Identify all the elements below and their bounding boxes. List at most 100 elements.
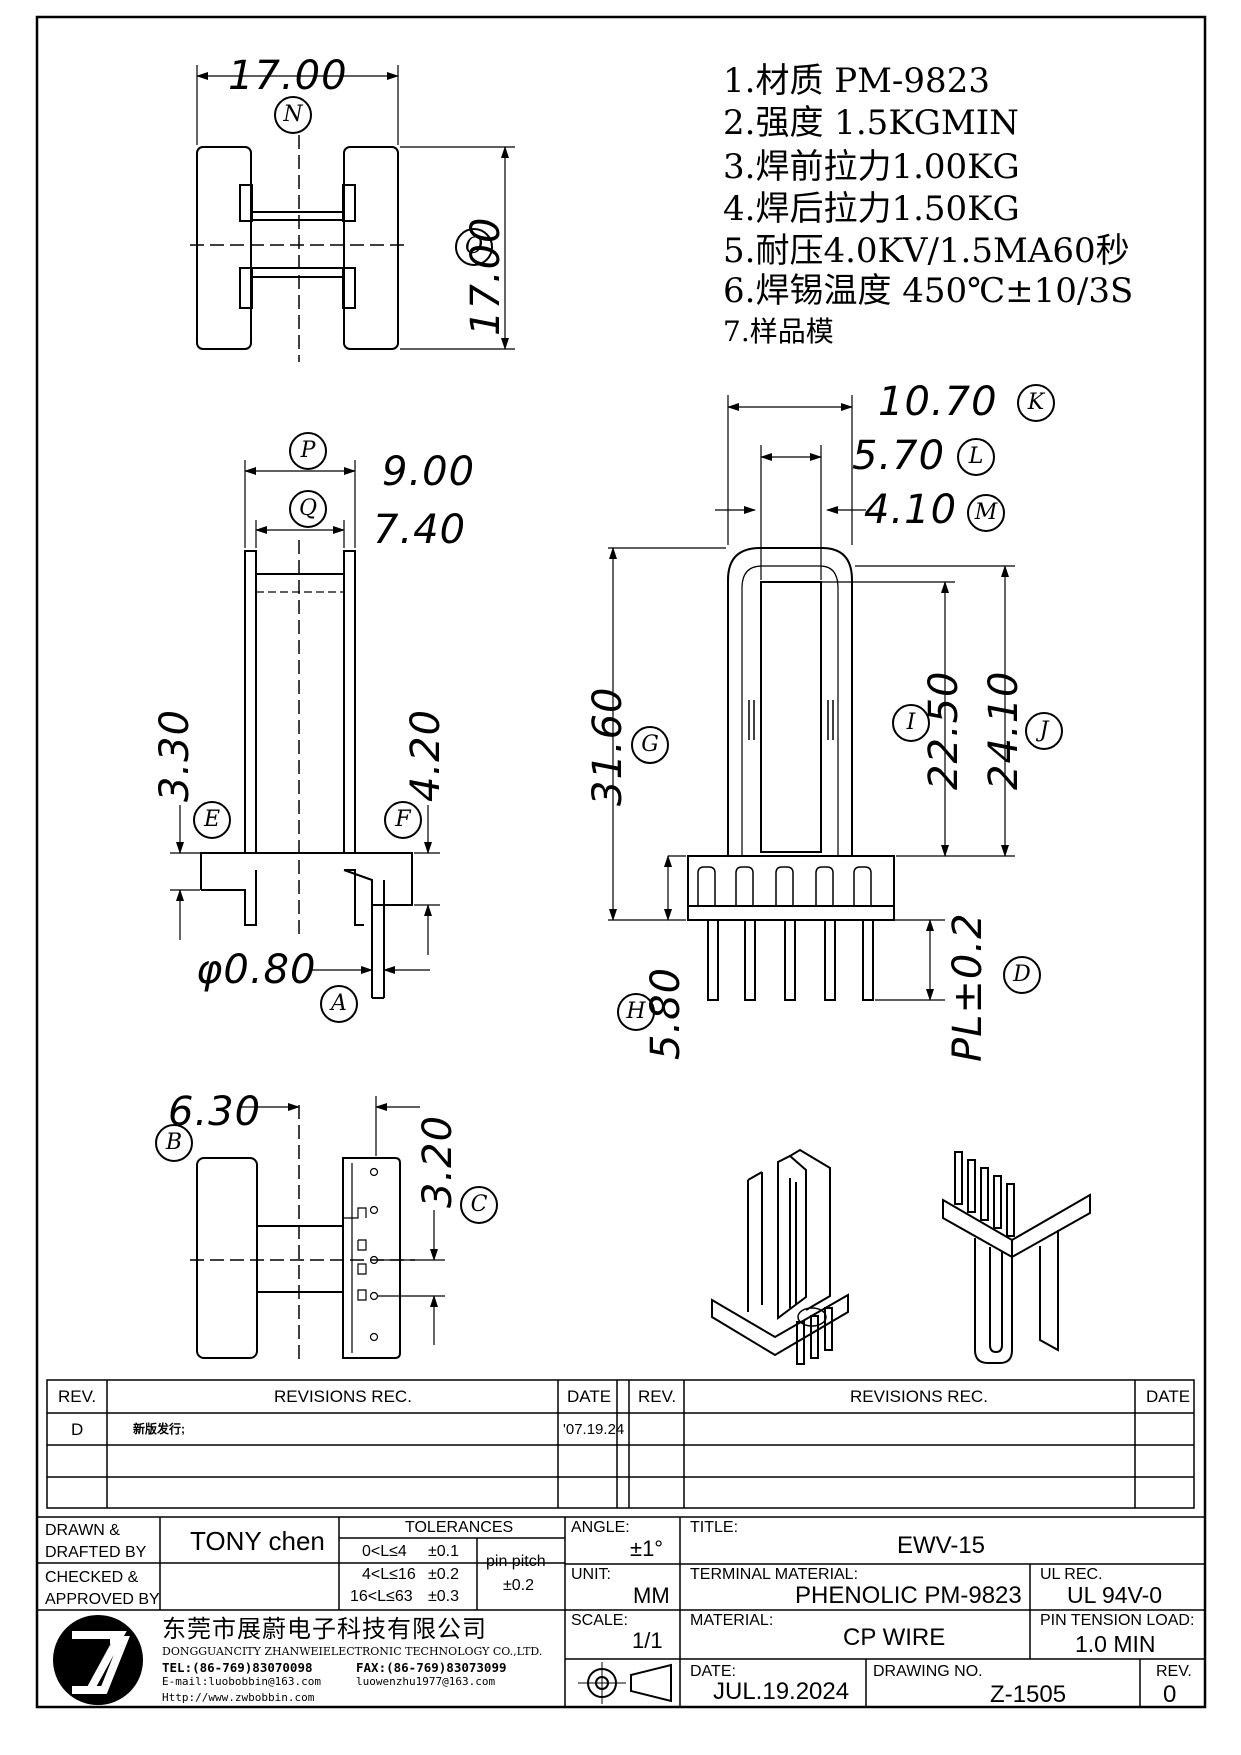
- callout-P: P: [289, 432, 327, 470]
- callout-F: F: [384, 801, 422, 839]
- rec-header-right: REVISIONS REC.: [850, 1387, 988, 1406]
- rev-value: 0: [1163, 1681, 1177, 1708]
- dim-C: 3.20: [415, 1114, 461, 1208]
- dim-B: 6.30: [168, 1089, 262, 1135]
- bottom-view: [190, 1096, 445, 1365]
- callout-N: N: [274, 96, 312, 134]
- ul-rec-value: UL 94V-0: [1067, 1582, 1163, 1608]
- tolerances-label: TOLERANCES: [405, 1519, 514, 1536]
- callout-D: D: [1003, 956, 1041, 994]
- company-website[interactable]: Http://www.zwbobbin.com: [162, 1691, 315, 1704]
- dim-E: 3.30: [152, 708, 198, 802]
- tol-range-2: 4<L≤16: [362, 1566, 416, 1583]
- side-view: [608, 395, 1015, 1001]
- dim-K: 10.70: [878, 379, 998, 425]
- callout-L: L: [957, 438, 995, 476]
- title-block-grid: [37, 1379, 1205, 1707]
- rev-row-1-rev: D: [71, 1420, 84, 1439]
- company-name-cn: 东莞市展蔚电子科技有限公司: [162, 1615, 487, 1643]
- callout-A: A: [320, 985, 358, 1023]
- rev-row-1-date: '07.19.24: [563, 1421, 625, 1438]
- rev-label: REV.: [1156, 1663, 1192, 1680]
- date-label: DATE:: [690, 1663, 736, 1680]
- top-view: [190, 65, 515, 362]
- note-5: 5.耐压4.0KV/1.5MA60秒: [723, 231, 1130, 271]
- tol-range-1: 0<L≤4: [362, 1543, 407, 1560]
- note-2: 2.强度 1.5KGMIN: [723, 103, 1019, 143]
- angle-value: ±1°: [630, 1536, 664, 1561]
- callout-M: M: [967, 494, 1005, 532]
- rev-header-right: REV.: [638, 1387, 677, 1406]
- company-tel: TEL:(86-769)83070098: [162, 1660, 313, 1675]
- rev-row-1-rec: 新版发行;: [133, 1422, 185, 1436]
- note-4: 4.焊后拉力1.50KG: [723, 189, 1020, 229]
- unit-label: UNIT:: [571, 1566, 611, 1583]
- iso-view-2: [942, 1151, 1091, 1364]
- callout-C: C: [460, 1186, 498, 1224]
- callout-B: B: [155, 1124, 193, 1162]
- dim-L: 5.70: [852, 433, 946, 479]
- note-7: 7.样品模: [723, 315, 834, 348]
- company-email[interactable]: E-mail:luobobbin@163.com: [162, 1675, 321, 1688]
- ul-rec-label: UL REC.: [1040, 1566, 1103, 1583]
- rev-header-left: REV.: [58, 1387, 97, 1406]
- material-value: CP WIRE: [843, 1624, 946, 1651]
- scale-value: 1/1: [632, 1628, 663, 1653]
- title-label: TITLE:: [690, 1519, 739, 1536]
- callout-K: K: [1017, 384, 1055, 422]
- projection-symbol: [578, 1662, 672, 1704]
- dim-P: 9.00: [382, 449, 476, 495]
- callout-E: E: [193, 801, 231, 839]
- title-value: EWV-15: [897, 1532, 986, 1559]
- drawing-no-value: Z-1505: [990, 1681, 1067, 1708]
- tol-value-3: ±0.3: [428, 1588, 460, 1605]
- rec-header-left: REVISIONS REC.: [274, 1387, 412, 1406]
- material-label: MATERIAL:: [690, 1612, 774, 1629]
- scale-label: SCALE:: [571, 1612, 628, 1629]
- unit-value: MM: [633, 1583, 670, 1608]
- sheet-border: [35, 15, 1207, 1709]
- note-6: 6.焊锡温度 450℃±10/3S: [723, 271, 1134, 311]
- iso-view-1: [711, 1148, 849, 1365]
- pin-tension-value: 1.0 MIN: [1075, 1631, 1156, 1657]
- callout-J: J: [1025, 712, 1063, 750]
- checked-label: CHECKED & APPROVED BY: [45, 1569, 160, 1608]
- dim-G: 31.60: [585, 686, 631, 806]
- terminal-material-label: TERMINAL MATERIAL:: [690, 1566, 859, 1583]
- note-1: 1.材质 PM-9823: [723, 61, 990, 101]
- date-header-right: DATE: [1146, 1387, 1191, 1406]
- note-3: 3.焊前拉力1.00KG: [723, 147, 1020, 187]
- company-fax: FAX:(86-769)83073099: [356, 1660, 507, 1675]
- dim-N: 17.00: [228, 53, 348, 99]
- company-name-en: DONGGUANCITY ZHANWEIELECTRONIC TECHNOLOG…: [162, 1645, 543, 1658]
- date-header-left: DATE: [567, 1387, 612, 1406]
- company-logo: [53, 1615, 143, 1705]
- dim-D: PL±0.2: [945, 912, 991, 1062]
- dim-F: 4.20: [403, 708, 449, 802]
- angle-label: ANGLE:: [571, 1519, 630, 1536]
- dim-J: 24.10: [981, 670, 1027, 790]
- callout-O: O: [455, 228, 493, 266]
- dim-M: 4.10: [864, 487, 958, 533]
- date-value: JUL.19.2024: [713, 1678, 850, 1705]
- terminal-material-value: PHENOLIC PM-9823: [795, 1582, 1022, 1609]
- drawn-value: TONY chen: [190, 1526, 325, 1556]
- tol-value-2: ±0.2: [428, 1566, 460, 1583]
- dim-A: φ0.80: [196, 947, 317, 993]
- drawn-label: DRAWN & DRAFTED BY: [45, 1522, 147, 1561]
- dim-Q: 7.40: [373, 507, 467, 553]
- pin-pitch-value: ±0.2: [503, 1577, 535, 1594]
- pin-tension-label: PIN TENSION LOAD:: [1040, 1612, 1195, 1629]
- pin-pitch-label: pin pitch: [486, 1553, 546, 1570]
- callout-I: I: [892, 704, 930, 742]
- company-email-2[interactable]: luowenzhu1977@163.com: [356, 1675, 496, 1688]
- dim-I: 22.50: [921, 670, 967, 790]
- tol-range-3: 16<L≤63: [350, 1588, 413, 1605]
- callout-Q: Q: [289, 490, 327, 528]
- drawing-no-label: DRAWING NO.: [873, 1663, 983, 1680]
- front-view: [170, 460, 440, 999]
- callout-G: G: [631, 726, 669, 764]
- callout-H: H: [617, 993, 655, 1031]
